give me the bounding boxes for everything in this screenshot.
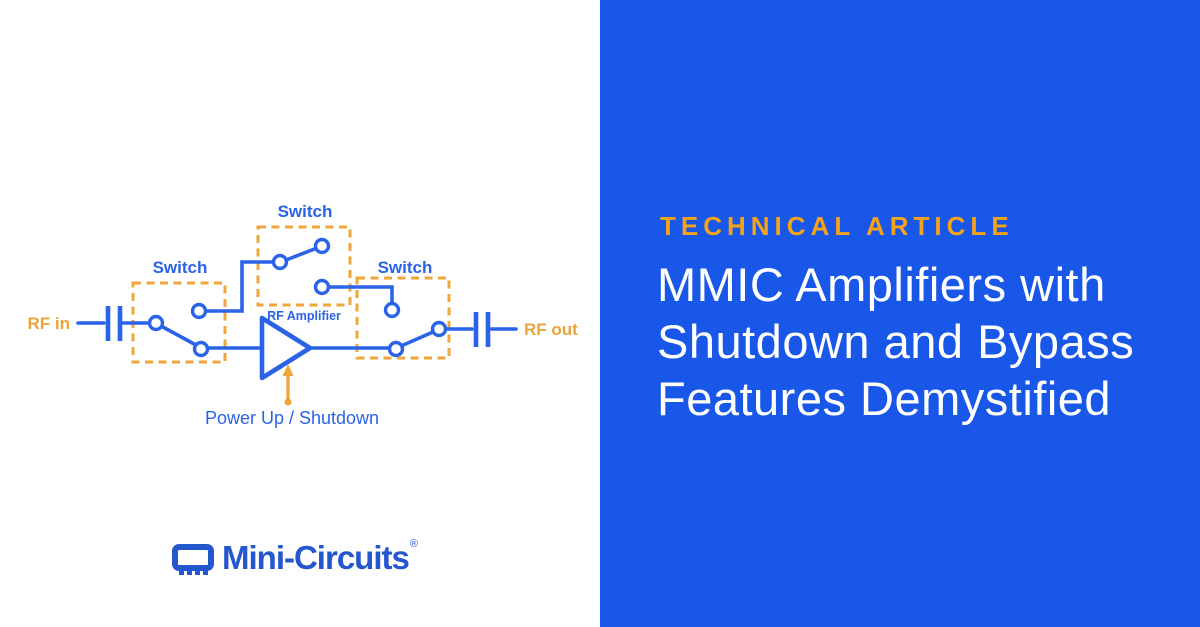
title-line-2: Shutdown and Bypass [657,315,1135,368]
switch-label-bypass: Switch [278,202,333,221]
chip-icon [172,544,214,575]
article-panel: TECHNICAL ARTICLE MMIC Amplifiers with S… [600,0,1200,627]
switch-contact [192,340,210,358]
arrow-head [282,364,294,376]
logo-wordmark: Mini-Circuits [222,539,410,576]
switch-contact [313,278,331,296]
switch-contact [271,253,289,271]
output-switch-box [355,276,451,360]
switch-contacts [147,237,448,358]
switch-contact [383,301,401,319]
power-arrow-icon [282,364,294,406]
power-up-shutdown-label: Power Up / Shutdown [205,408,379,428]
switch-contact [313,237,331,255]
switch-contact [430,320,448,338]
title-line-1: MMIC Amplifiers with [657,258,1106,311]
brand-logo: Mini-Circuits ® [172,538,418,578]
output-switch-arm [399,330,435,348]
input-switch-arm [159,324,198,347]
switch-label-input: Switch [153,258,208,277]
switch-contact [147,314,165,332]
bypass-switch-box [256,225,352,307]
wire-bypass-right [326,285,394,305]
wire-bypass-left [203,260,275,313]
eyebrow-label: TECHNICAL ARTICLE [660,211,1014,241]
circuit-wires [76,246,518,350]
switch-label-output: Switch [378,258,433,277]
switch-contact [190,302,208,320]
amplifier-triangle-icon [259,315,313,381]
rf-out-label: RF out [524,320,578,339]
rf-in-label: RF in [28,314,71,333]
registered-mark: ® [409,538,418,550]
circuit-diagram: RF in RF out Switch Switch Switch RF Amp… [28,202,579,428]
diagram-panel: RF in RF out Switch Switch Switch RF Amp… [27,202,579,578]
article-title: MMIC Amplifiers with Shutdown and Bypass… [657,256,1134,427]
rf-amplifier-label: RF Amplifier [267,309,341,323]
switch-contact [387,340,405,358]
bypass-switch-arm [284,246,319,262]
output-capacitor-icon [473,312,491,347]
input-capacitor-icon [105,306,123,341]
arrow-dot [284,398,292,406]
title-line-3: Features Demystified [657,372,1112,425]
